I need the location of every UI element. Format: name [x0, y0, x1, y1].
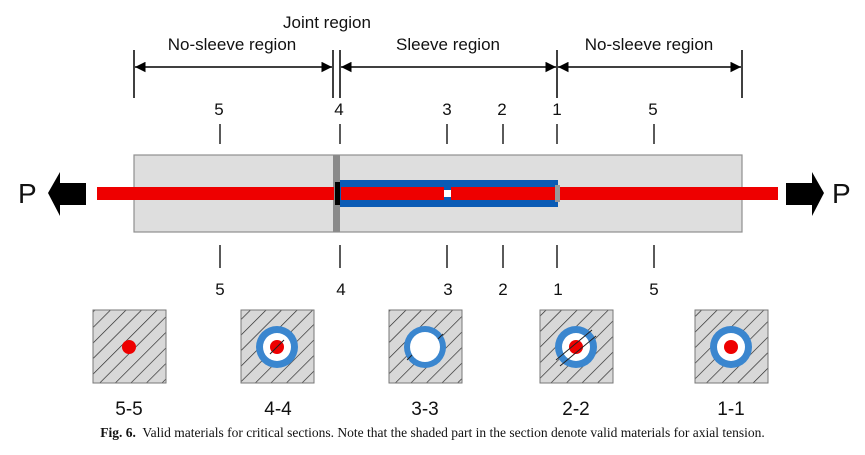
section-marks-top: 5 4 3 2 1 5: [214, 100, 658, 144]
joint-end-cap: [335, 182, 340, 205]
section-label-4-4: 4-4: [264, 399, 292, 420]
section-mark-top-1: 1: [552, 100, 561, 119]
section-mark-bottom-5r: 5: [649, 280, 658, 299]
cross-section-4-4: 4-4: [240, 309, 315, 420]
bar-gap: [444, 190, 451, 197]
load-label-right: P: [832, 178, 851, 209]
sleeve-end-cap: [555, 185, 560, 202]
joint-region-label: Joint region: [283, 13, 371, 32]
bar-inside-sleeve-right: [451, 187, 557, 200]
bar-section: [569, 340, 583, 354]
section-mark-top-3: 3: [442, 100, 451, 119]
section-mark-top-5r: 5: [648, 100, 657, 119]
section-mark-bottom-5: 5: [215, 280, 224, 299]
section-label-5-5: 5-5: [115, 399, 142, 420]
load-right: P: [786, 172, 851, 216]
caption-text: Valid materials for critical sections. N…: [142, 425, 765, 440]
no-sleeve-region-right-label: No-sleeve region: [585, 35, 714, 54]
section-mark-bottom-3: 3: [443, 280, 452, 299]
section-mark-bottom-4: 4: [336, 280, 345, 299]
sleeve-region-label: Sleeve region: [396, 35, 500, 54]
no-sleeve-region-left-label: No-sleeve region: [168, 35, 297, 54]
cross-section-1-1: 1-1: [694, 309, 769, 420]
dimension-lines: [133, 50, 743, 98]
section-label-1-1: 1-1: [717, 399, 744, 420]
caption-prefix: Fig. 6.: [100, 425, 136, 440]
figure-caption: Fig. 6. Valid materials for critical sec…: [0, 425, 865, 441]
section-mark-top-2: 2: [497, 100, 506, 119]
section-label-2-2: 2-2: [562, 399, 589, 420]
cross-section-5-5: 5-5: [92, 309, 167, 420]
arrow-right-icon: [786, 172, 824, 216]
cross-section-2-2: 2-2: [539, 309, 614, 420]
section-mark-bottom-1: 1: [553, 280, 562, 299]
bar-left: [97, 187, 334, 200]
section-mark-top-5: 5: [214, 100, 223, 119]
bar-right: [558, 187, 778, 200]
section-label-3-3: 3-3: [411, 399, 438, 420]
bar-section: [122, 340, 136, 354]
section-mark-top-4: 4: [334, 100, 343, 119]
bar-section: [724, 340, 738, 354]
specimen: [97, 154, 778, 233]
load-left: P: [18, 172, 86, 216]
section-marks-bottom: 5 4 3 2 1 5: [215, 245, 659, 299]
arrow-left-icon: [48, 172, 86, 216]
section-mark-bottom-2: 2: [498, 280, 507, 299]
load-label-left: P: [18, 178, 37, 209]
cross-section-3-3: 3-3: [388, 309, 463, 420]
bar-inside-sleeve-left: [341, 187, 444, 200]
